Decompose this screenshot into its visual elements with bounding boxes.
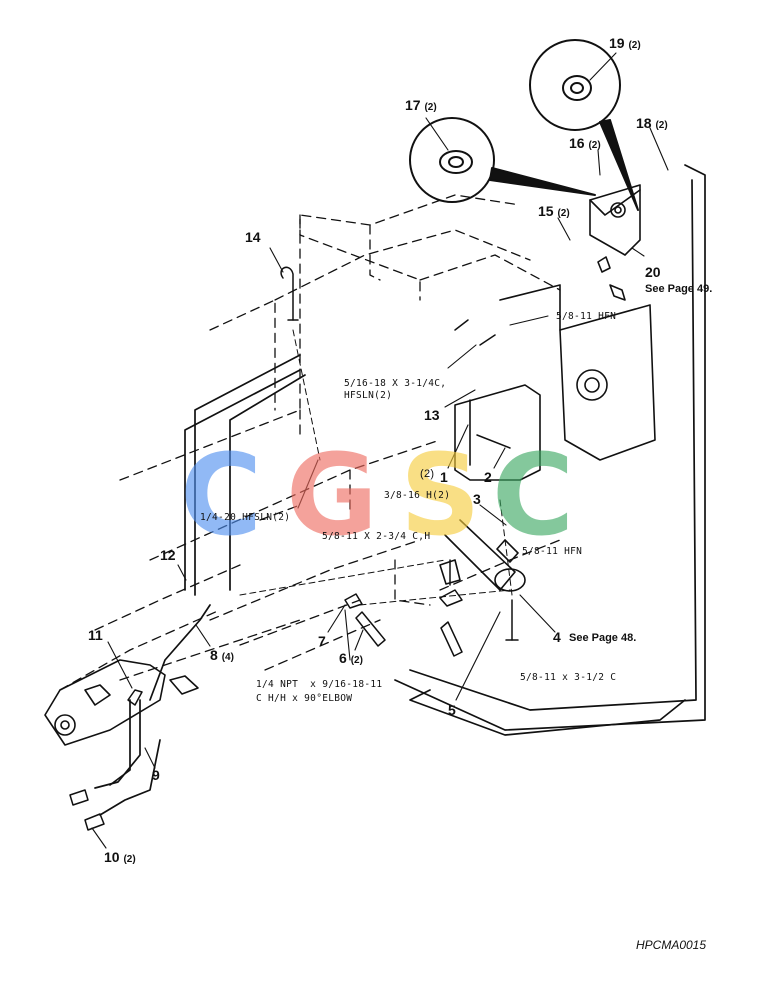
watermark-letter-s: S [400, 431, 481, 561]
hydraulic-lines [94, 164, 706, 816]
callout-4: 4 [553, 629, 561, 645]
callout-12: 12 [160, 547, 176, 563]
watermark-letter-c1: C [180, 431, 263, 561]
callout-2: 2 [484, 469, 492, 485]
note-screw-5-8-11-3-1-2: 5/8-11 x 3-1/2 C [520, 672, 617, 683]
item-4-reference: See Page 48. [569, 632, 637, 644]
callout-6: 6 (2) [339, 650, 363, 666]
callout-8: 8 (4) [210, 647, 234, 663]
callout-20: 20 [645, 264, 661, 280]
callout-16: 16 (2) [569, 135, 601, 151]
frame-outline [59, 194, 561, 691]
detail-bubble-19 [529, 39, 639, 211]
note-qty-2: (2) [420, 468, 435, 480]
callout-13: 13 [424, 407, 440, 423]
note-screw-1-4-20: 1/4-20 HFSLN(2) [200, 512, 291, 523]
callout-3: 3 [473, 491, 481, 507]
callout-10: 10 (2) [104, 849, 136, 865]
note-elbow-fitting: 1/4 NPT x 9/16-18-11 C H/H x 90°ELBOW [256, 679, 383, 704]
note-screw-5-8-11-2-3-4: 5/8-11 X 2-3/4 C,H [322, 531, 431, 542]
callout-18: 18 (2) [636, 115, 668, 131]
note-screw-3-8-16: 3/8-16 H(2) [384, 490, 451, 501]
callout-19: 19 (2) [609, 35, 641, 51]
figure-code: HPCMA0015 [636, 938, 707, 952]
callout-11: 11 [88, 627, 103, 643]
callout-9: 9 [152, 767, 160, 783]
note-nut-5-8-11-hfn-mid: 5/8-11 HFN [522, 546, 583, 557]
callout-5: 5 [448, 702, 456, 718]
callout-17: 17 (2) [405, 97, 437, 113]
lift-arm-bracket [44, 659, 199, 746]
bolts [280, 266, 519, 641]
callout-7: 7 [318, 633, 326, 649]
hose-fittings [69, 589, 463, 831]
item-20-reference: See Page 49. [645, 283, 713, 295]
callout-14: 14 [245, 229, 261, 245]
mounting-plate [454, 284, 656, 481]
callout-15: 15 (2) [538, 203, 570, 219]
watermark-letter-g: G [286, 431, 378, 561]
watermark-letter-c2: C [492, 431, 575, 561]
note-screw-5-16-18: 5/16-18 X 3-1/4C, HFSLN(2) [344, 378, 447, 401]
note-nut-5-8-11-hfn-top: 5/8-11 HFN [556, 311, 617, 322]
assembly-guide-lines [239, 329, 513, 606]
callout-1: 1 [440, 469, 448, 485]
leader-lines [91, 52, 669, 849]
control-valve-body [589, 184, 641, 301]
detail-bubble-17 [409, 117, 596, 203]
